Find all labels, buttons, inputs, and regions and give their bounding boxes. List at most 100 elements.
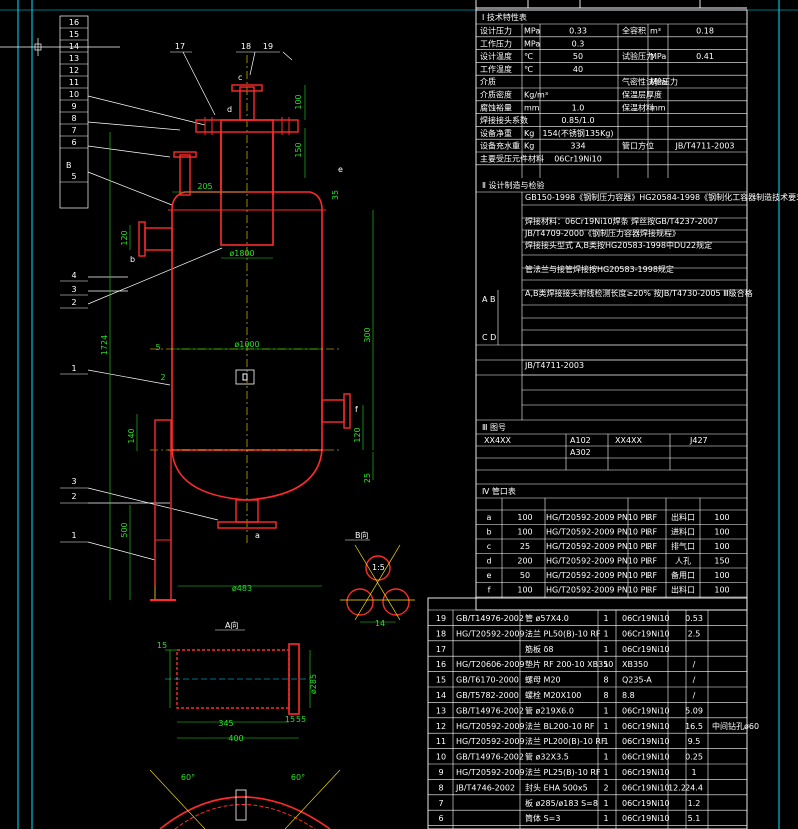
bom-cell: 18 (436, 629, 446, 638)
table-cell: 焊接接头系数 (480, 115, 528, 125)
bom-cell: 06Cr19Ni10 (622, 783, 670, 792)
dimension-text: ø1800 (229, 249, 254, 258)
table-cell: 40 (573, 65, 583, 74)
bom-cell: 16.5 (685, 722, 703, 731)
table-cell: HG/T20592-2009 PN10 PL (546, 528, 650, 537)
table-cell: XX4XX (615, 436, 643, 445)
balloon-label: 11 (69, 78, 79, 87)
dimension-text: 25 (363, 473, 372, 483)
bom-cell: 06Cr19Ni10 (622, 645, 670, 654)
table-cell: 介质 (480, 77, 496, 87)
nozzle-letter: b (130, 255, 135, 264)
table-cell: RF (647, 542, 658, 551)
nozzle-letter: c (238, 73, 242, 82)
table-cell: 排气口 (671, 541, 695, 551)
table-cell: 焊接材料：06Cr19Ni10焊条 焊丝按GB/T4237-2007 (525, 216, 718, 226)
table-cell: 0.3 (572, 39, 585, 48)
table-cell: A102 (570, 436, 591, 445)
table-cell: 100 (517, 513, 532, 522)
table-cell: ℃ (524, 65, 533, 74)
dimension-text: 150 (294, 142, 303, 157)
table-cell: 管口方位 (622, 141, 654, 151)
table-cell: MPa (650, 78, 666, 87)
bom-cell: 0.25 (685, 753, 703, 762)
table-cell: 备用口 (671, 570, 695, 580)
table-cell: 334 (570, 142, 585, 151)
table-cell: MPa (650, 52, 666, 61)
table-cell: 人孔 (675, 557, 691, 566)
bom-cell: 1 (603, 814, 608, 823)
table-cell: 154(不锈钢135Kg) (542, 128, 613, 138)
dimension-text: ø285 (309, 674, 318, 694)
dimension-text: 120 (120, 230, 129, 245)
dimension-text: 205 (197, 182, 212, 191)
bom-cell: 06Cr19Ni10 (622, 722, 670, 731)
table-cell: 1.0 (572, 103, 585, 112)
table-cell: RF (647, 513, 658, 522)
bom-cell: 10 (436, 753, 446, 762)
bom-cell: 法兰 BL200-10 RF (525, 721, 595, 731)
bom-cell: 管 ø219X6.0 (525, 705, 574, 715)
bom-cell: GB/T14976-2002 (456, 753, 524, 762)
balloon-label: 1 (71, 531, 76, 540)
table-cell: JB/T4711-2003 (524, 361, 584, 370)
bom-cell: 06Cr19Ni10 (622, 814, 670, 823)
table-cell: RF (647, 586, 658, 595)
table-cell: 工作温度 (480, 64, 512, 74)
bom-cell: 法兰 PL25(B)-10 RF (525, 767, 601, 777)
dimension-lines (109, 85, 374, 600)
balloon-label: 5 (71, 172, 76, 181)
balloon-label: 3 (71, 285, 76, 294)
bom-cell: / (693, 691, 696, 700)
bom-cell: 06Cr19Ni10 (622, 629, 670, 638)
bom-cell: 16 (436, 660, 446, 669)
balloon-label: 1 (71, 364, 76, 373)
balloon-label: 2 (71, 298, 76, 307)
bom-cell: 12.2 (668, 783, 686, 792)
balloon-label: 8 (71, 114, 76, 123)
bom-cell: 管 ø32X3.5 (525, 752, 569, 762)
detail-label: 1:5 (372, 563, 385, 572)
view-label-b: B (66, 161, 72, 170)
table-cell: HG/T20592-2009 PN10 PL (546, 586, 650, 595)
dimension-text: 5 (155, 343, 160, 352)
dimension-text: ø1000 (234, 340, 259, 349)
bom-cell: 06Cr19Ni10 (622, 753, 670, 762)
nozzle-letter: a (255, 531, 260, 540)
bom-cell: / (693, 660, 696, 669)
table-cell: 100 (714, 586, 729, 595)
top-head-view (149, 769, 341, 829)
bom-cell: GB/T14976-2002 (456, 706, 524, 715)
balloon-label: 10 (69, 90, 79, 99)
bom-cell: 8.8 (622, 691, 635, 700)
table-cell: RF (647, 528, 658, 537)
table-cell: Ⅲ 图号 (482, 423, 506, 432)
bom-cell: 1 (603, 768, 608, 777)
bom-cell: JB/T4746-2002 (455, 783, 515, 792)
table-cell: 0.41 (696, 52, 714, 61)
bom-cell: 17 (436, 645, 446, 654)
table-cell: JB/T4711-2003 (674, 142, 734, 151)
balloon-label: 15 (69, 30, 79, 39)
table-cell: 0.33 (569, 27, 587, 36)
table-cell: RF (647, 557, 658, 566)
table-cell: HG/T20592-2009 PN10 PL (546, 542, 650, 551)
balloon-label: 14 (69, 42, 79, 51)
table-cell: 工作压力 (480, 38, 512, 48)
table-cell: A,B类焊接接头射线检测长度≥20% 按JB/T4730-2005 Ⅲ级合格 (525, 288, 753, 298)
table-cell: f (488, 586, 491, 595)
nozzle-letter: d (227, 105, 232, 114)
table-cell: m³ (650, 27, 661, 36)
table-cell: Kg (524, 142, 534, 151)
detail-label: B向 (355, 530, 369, 540)
bom-cell: 1.2 (688, 799, 701, 808)
bom-cell: 1 (603, 614, 608, 623)
bom-cell: 1 (603, 753, 608, 762)
dimension-text: 55 (296, 715, 306, 724)
bom-cell: 9.5 (688, 737, 701, 746)
dimension-text: 400 (228, 734, 243, 743)
bom-cell: 1 (603, 722, 608, 731)
bom-cell: 06Cr19Ni10 (622, 737, 670, 746)
